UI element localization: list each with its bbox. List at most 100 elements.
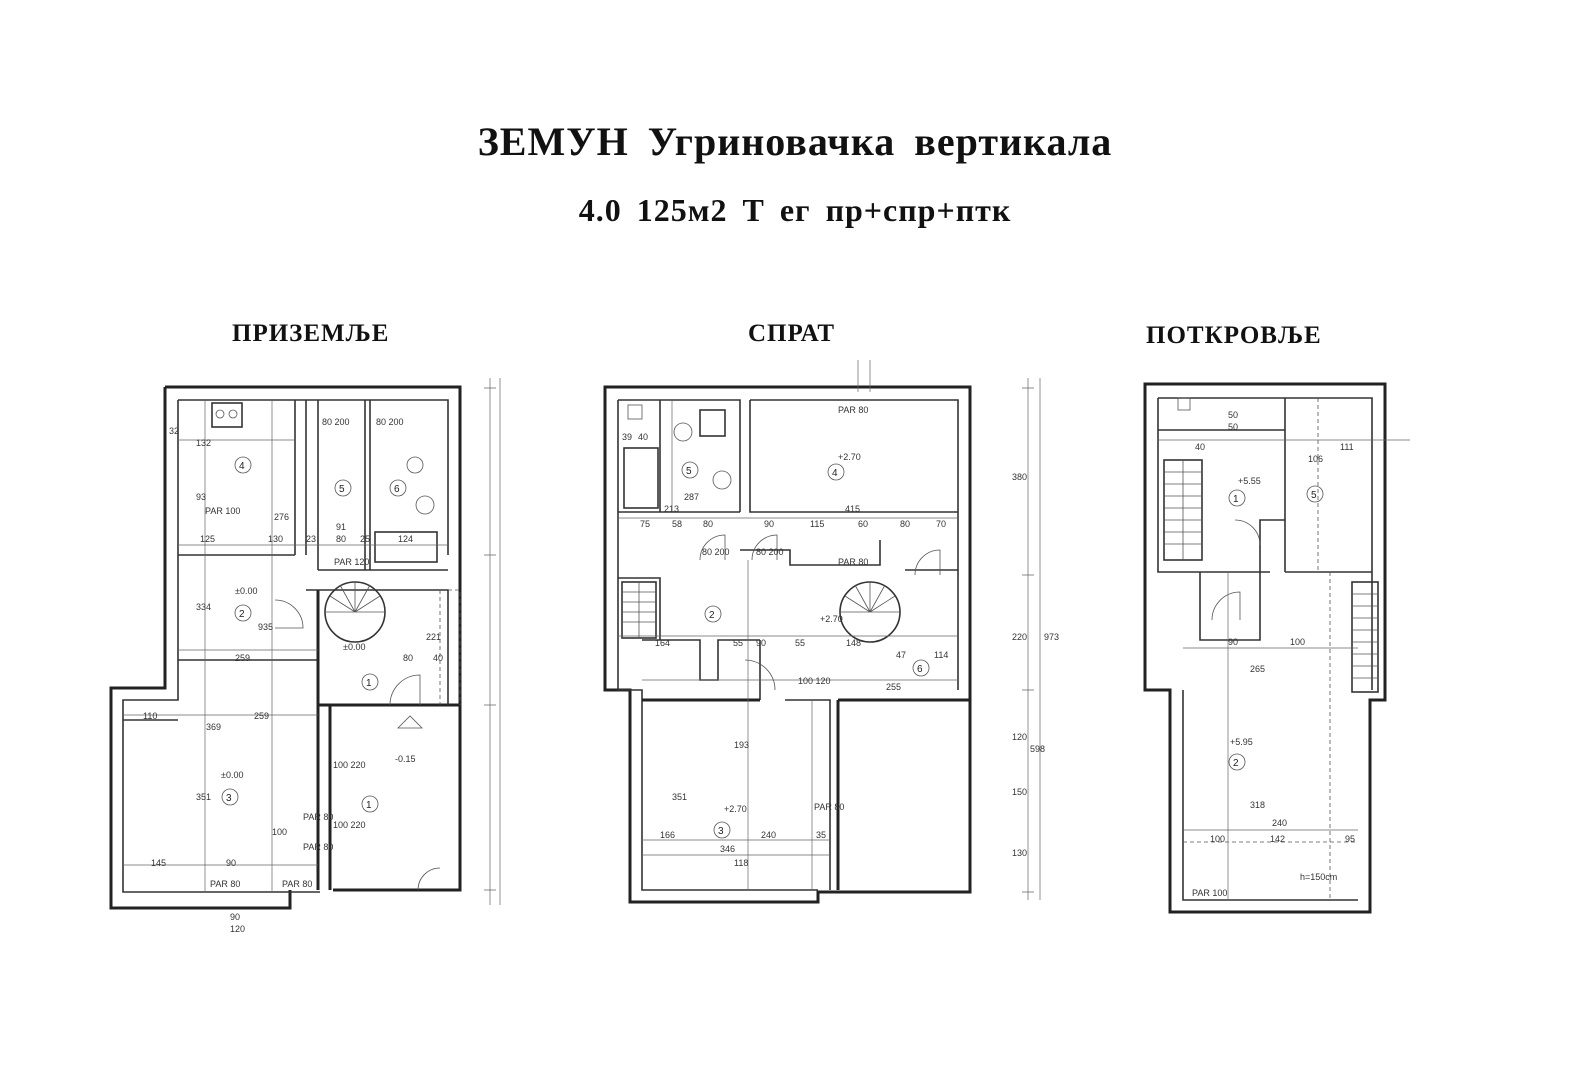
dim-label: 23 (306, 534, 316, 544)
floor-partition (642, 698, 970, 890)
room-number: 2 (239, 609, 245, 620)
door-swing-icon (1211, 591, 1241, 621)
dim-chain (484, 378, 501, 905)
plan-label-ground: ПРИЗЕМЉЕ (232, 320, 390, 347)
dim-label: 111 (1340, 442, 1354, 452)
dim-label: 91 (336, 522, 346, 532)
ground-floor-plan: 4 5 6 2 1 3 1 ±0.00 ±0.00 ±0.00 -0.15 32… (109, 378, 501, 934)
dim-label: 125 (200, 534, 215, 544)
dim-label: 148 (846, 638, 861, 648)
dim-label: 142 (1270, 834, 1285, 844)
floor-partition (618, 400, 958, 513)
dim-label: 118 (734, 858, 748, 868)
room-number: 4 (239, 461, 245, 472)
dim-label: 150 (1012, 787, 1027, 797)
washbasin-icon (712, 470, 732, 490)
dim-label: 240 (761, 830, 776, 840)
level-mark: +5.95 (1230, 737, 1253, 747)
dim-label: 39 (622, 432, 632, 442)
room-number: 3 (226, 793, 232, 804)
dim-label: 40 (638, 432, 648, 442)
first-floor-plan: 5 4 2 6 3 +2.70 +2.70 +2.70 39 40 287 21… (603, 360, 1059, 904)
stair-icon (1163, 459, 1203, 561)
ground-partition (123, 659, 318, 721)
door-label: 80 200 (756, 547, 784, 557)
dim-label: 334 (196, 602, 211, 612)
dim-label: 240 (1272, 818, 1287, 828)
sink-icon (211, 402, 243, 428)
attic-plan: 1 5 2 +5.55 +5.95 50 50 40 111 106 100 1… (1143, 382, 1410, 914)
dim-label: 80 (336, 534, 346, 544)
dim-label: 132 (196, 438, 211, 448)
page-title: ЗЕМУН Угриновачка вертикала (477, 119, 1113, 164)
dim-label: 120 (230, 924, 245, 934)
dim-label: 110 (143, 711, 157, 721)
dim-label: 35 (816, 830, 826, 840)
floor-partition (618, 540, 958, 640)
room-number: 2 (1233, 758, 1239, 769)
ground-inner-wall (122, 399, 449, 893)
bathtub-icon (623, 447, 659, 509)
dim-label: 351 (196, 792, 211, 802)
level-mark: ±0.00 (343, 642, 365, 652)
dim-label: 415 (845, 504, 860, 514)
attic-outer-wall (1143, 382, 1387, 914)
floor-inner-wall (617, 399, 959, 891)
window-label: PAR 80 (303, 842, 333, 852)
dim-label: 935 (258, 622, 273, 632)
room-number: 2 (709, 610, 715, 621)
window-label: PAR 80 (814, 802, 844, 812)
level-mark: ±0.00 (221, 770, 243, 780)
dim-label: 60 (858, 519, 868, 529)
ground-partition (306, 589, 449, 705)
dim-label: 145 (151, 858, 166, 868)
dim-label: 100 (1210, 834, 1225, 844)
ground-outer-wall (109, 385, 462, 910)
plan-label-floor: СПРАТ (748, 320, 836, 347)
window-label: PAR 100 (205, 506, 240, 516)
door-swing-icon (274, 599, 304, 629)
dim-label: 90 (230, 912, 240, 922)
dim-label: 40 (1195, 442, 1205, 452)
dim-label: 259 (254, 711, 269, 721)
window-label: PAR 120 (334, 557, 369, 567)
door-label: 100 220 (333, 820, 366, 830)
window-label: PAR 100 (1192, 888, 1227, 898)
dim-label: 166 (660, 830, 675, 840)
door-swing-icon (397, 715, 423, 729)
dim-label: 124 (398, 534, 413, 544)
room-number: 1 (1233, 494, 1239, 505)
dim-label: 80 (703, 519, 713, 529)
dim-label: 55 (733, 638, 743, 648)
window-label: PAR 80 (303, 812, 333, 822)
dim-label: 90 (756, 638, 766, 648)
window-label: PAR 80 (282, 879, 312, 889)
door-label: 100 120 (798, 676, 831, 686)
door-label: 80 200 (702, 547, 730, 557)
attic-inner-wall (1157, 397, 1373, 901)
note-label: h=150cm (1300, 872, 1337, 882)
window-label: PAR 80 (838, 405, 868, 415)
room-number: 5 (686, 466, 692, 477)
dim-chain (1022, 378, 1041, 900)
spiral-stair-icon (839, 581, 901, 643)
dim-label: 80 (403, 653, 413, 663)
room-number: 5 (1311, 490, 1317, 501)
level-mark: -0.15 (395, 754, 416, 764)
door-label: 80 200 (376, 417, 404, 427)
dim-label: 93 (196, 492, 206, 502)
door-swing-icon (1234, 519, 1261, 546)
spiral-stair-icon (324, 581, 386, 643)
roof-hatch-icon (1351, 581, 1379, 693)
dim-label: 106 (1308, 454, 1323, 464)
dim-label: 351 (672, 792, 687, 802)
door-swing-icon (389, 674, 421, 706)
dim-label: 90 (1228, 637, 1238, 647)
door-swing-icon (751, 534, 778, 561)
dim-label: 255 (886, 682, 901, 692)
dim-label: 265 (1250, 664, 1265, 674)
dim-label: 114 (934, 650, 948, 660)
dim-label: 276 (274, 512, 289, 522)
dim-label: 40 (433, 653, 443, 663)
room-number: 3 (718, 826, 724, 837)
